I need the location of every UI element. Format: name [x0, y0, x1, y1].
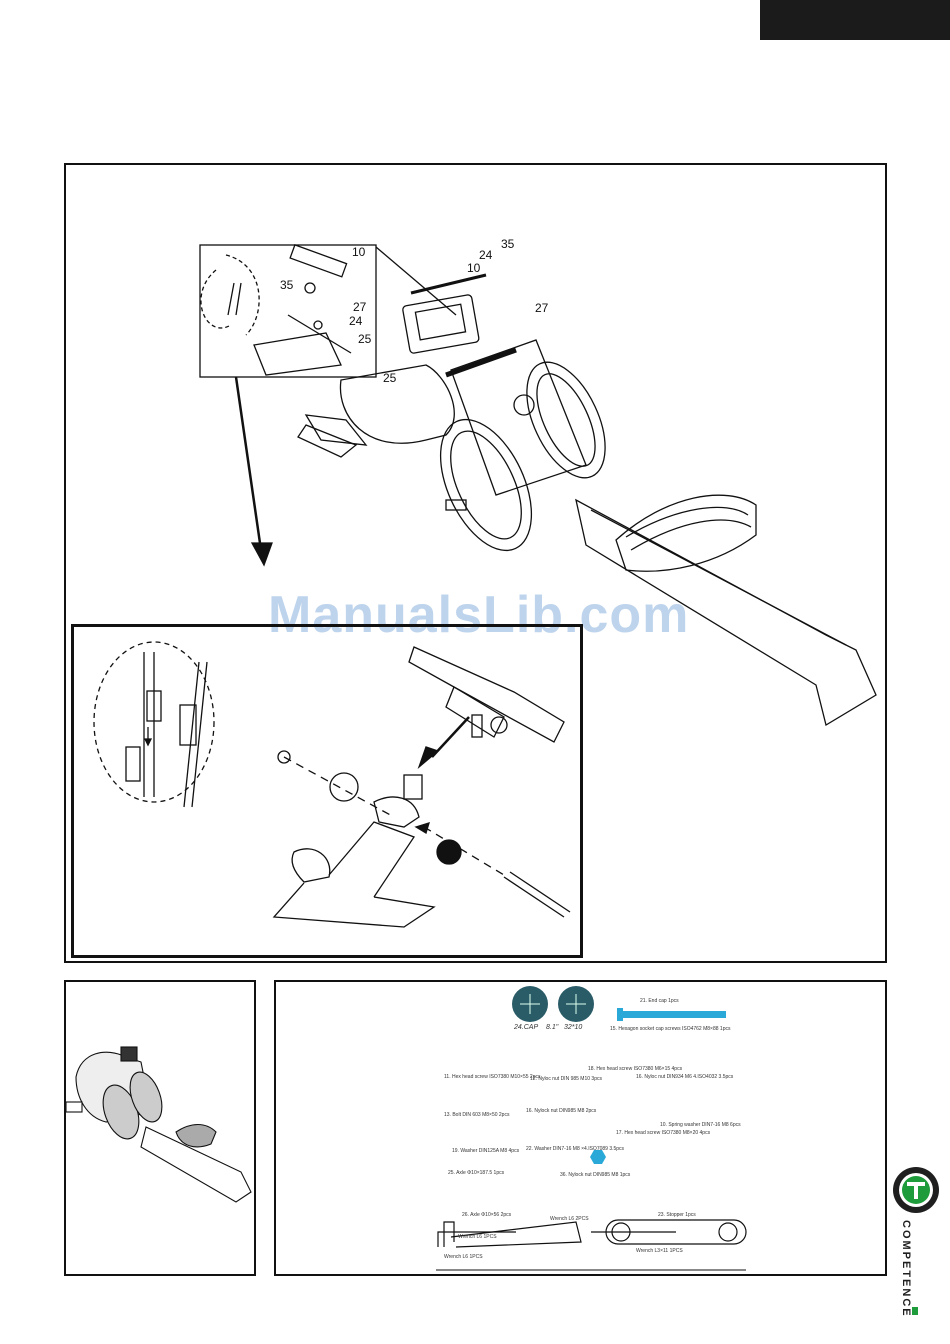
nylock-nut: [590, 1150, 606, 1164]
callout-25-main: 25: [383, 371, 397, 385]
callout-35-inset: 35: [280, 278, 294, 292]
part-25: 25. Axle Φ10×187.5 1pcs: [448, 1170, 505, 1176]
rower-thumbnail-drawing: [65, 1046, 252, 1203]
page-corner-tab: [760, 0, 950, 40]
detail-view-frame: [71, 624, 583, 958]
part-13: 13. Bolt DIN 603 M8×50 2pcs: [444, 1112, 510, 1118]
callout-24-main: 24: [479, 248, 493, 262]
part-26: 26. Axle Φ10×56 2pcs: [462, 1212, 512, 1218]
part-36: 36. Nylock nut DIN985 M8 1pcs: [560, 1172, 631, 1178]
part-19: 19. Washer DIN125A M8 4pcs: [452, 1148, 520, 1154]
part-16: 16. Nylock nut DIN985 M8 2pcs: [526, 1108, 597, 1114]
cap-label-3: 32*10: [564, 1024, 583, 1031]
callout-27-main: 27: [535, 301, 549, 315]
cap-label-2: 8.1": [546, 1024, 559, 1031]
callout-24-inset: 24: [349, 314, 363, 328]
callout-25-inset: 25: [358, 332, 372, 346]
hex-wrench-1: [443, 1221, 455, 1247]
axle-bolt: [621, 1011, 726, 1018]
callout-10-main: 10: [467, 261, 481, 275]
part-10: 10. Spring washer DIN7-16 M8 6pcs: [660, 1122, 741, 1128]
part-12: 12. Nyloc nut DIN 985 M10 3pcs: [530, 1076, 602, 1082]
rower-assembly-drawing: 10 35 27 24 25 10 24 35 27 25: [199, 237, 877, 727]
part-18: 18. Hex head screw ISO7380 M6×15 4pcs: [588, 1066, 683, 1072]
hardware-parts-frame: 24.CAP 8.1" 32*10 21. End cap 1pcs 15. H…: [274, 980, 887, 1276]
part-17: 17. Hex head screw ISO7380 M8×20 4pcs: [616, 1130, 711, 1136]
hardware-parts-drawing: [436, 986, 747, 1271]
rower-thumbnail-frame: [64, 980, 256, 1276]
callout-35-main: 35: [501, 237, 515, 251]
wrench-1: Wrench L6 2PCS: [550, 1216, 589, 1222]
brand-name: COMPETENCE: [900, 1220, 912, 1318]
part-16a: 16. Nyloc nut DIN934 M6 4.ISO4032 3.5pcs: [636, 1074, 734, 1080]
part-21: 21. End cap 1pcs: [640, 998, 679, 1004]
cap-label-1: 24.CAP: [514, 1024, 539, 1031]
part-23: 23. Stopper 1pcs: [658, 1212, 696, 1218]
competence-logo-icon: [893, 1167, 939, 1213]
part-22: 22. Washer DIN7-16 M8 ×4.ISO7089 3.5pcs: [526, 1146, 625, 1152]
callout-10-inset: 10: [352, 245, 366, 259]
console-detail-drawing: [93, 641, 571, 928]
assembly-diagram-frame: 10 35 27 24 25 10 24 35 27 25: [64, 163, 887, 963]
part-15: 15. Hexagon socket cap screws ISO4762 M8…: [610, 1026, 731, 1032]
callout-27-inset: 27: [353, 300, 367, 314]
zoom-inset-box: [199, 244, 377, 378]
part-11: 11. Hex head screw ISO7380 M10×55 2pcs: [444, 1074, 541, 1080]
wrench-4: Wrench L3×11 1PCS: [636, 1248, 683, 1254]
wrench-2: Wrench L6 1PCS: [458, 1234, 497, 1240]
stopper: [605, 1219, 747, 1245]
watermark: ManualsLib.com: [268, 586, 690, 644]
brand-mark: [912, 1307, 918, 1315]
wrench-3: Wrench L6 1PCS: [444, 1254, 483, 1260]
